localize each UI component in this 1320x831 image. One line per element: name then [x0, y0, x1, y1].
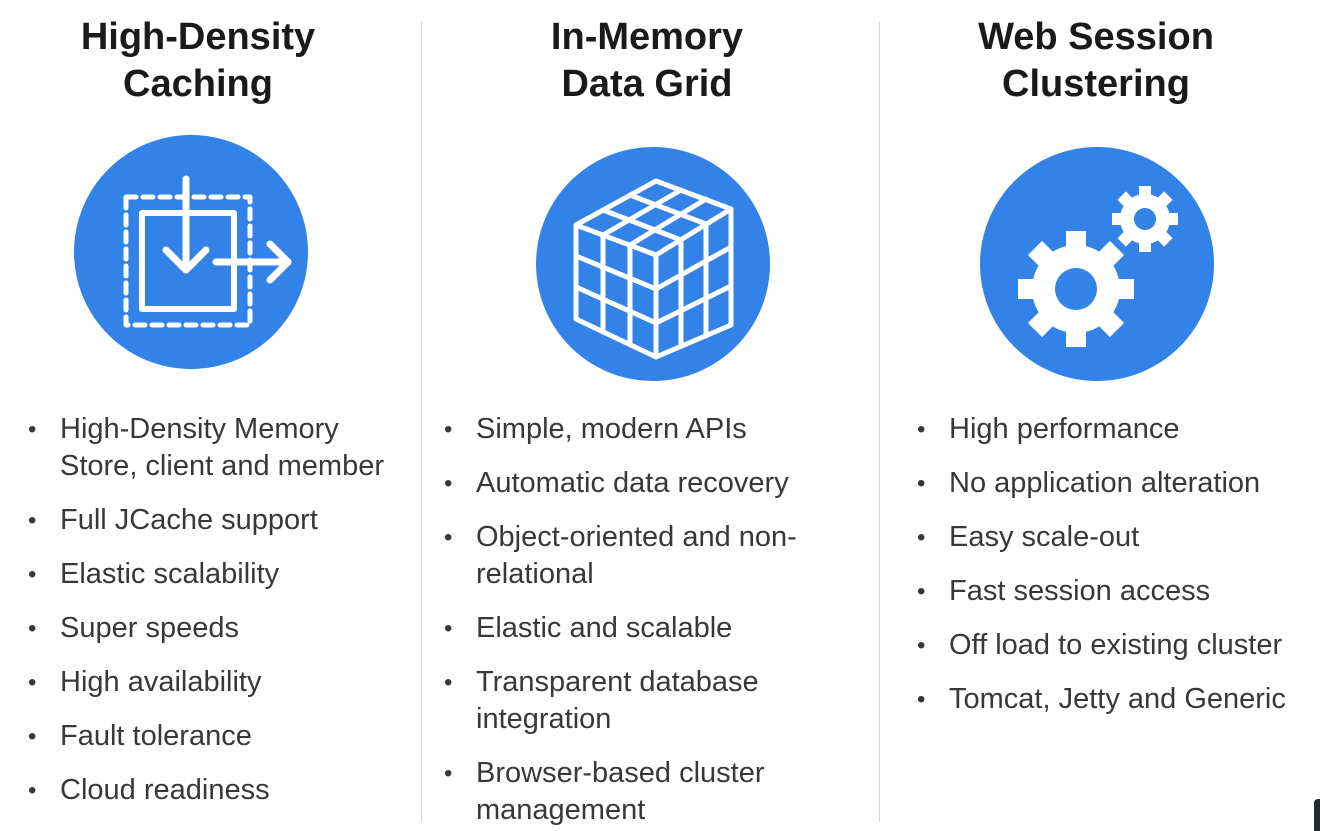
column-title-line-1: In-Memory	[550, 16, 744, 58]
list-item: Super speeds	[27, 610, 417, 647]
list-item: Simple, modern APIs	[443, 411, 863, 448]
list-item: Automatic data recovery	[443, 465, 863, 502]
feature-list: High-Density Memory Store, client and me…	[27, 411, 417, 826]
list-item: Full JCache support	[27, 502, 417, 539]
list-item: High-Density Memory Store, client and me…	[27, 411, 417, 485]
list-item: Browser-based cluster management	[443, 755, 806, 829]
list-item: Object-oriented and non-relational	[443, 519, 806, 593]
data-grid-cube-icon	[536, 147, 770, 381]
list-item: Elastic scalability	[27, 556, 417, 593]
column-title-line-2: Caching	[123, 63, 273, 105]
list-item: Easy scale-out	[916, 519, 1320, 556]
feature-list: High performance No application alterati…	[916, 411, 1320, 735]
list-item: Off load to existing cluster	[916, 627, 1320, 664]
list-item: Cloud readiness	[27, 772, 417, 809]
column-title-line-1: Web Session	[978, 16, 1214, 58]
column-title-line-1: High-Density	[80, 16, 316, 58]
column-title: High-Density Caching	[40, 14, 356, 108]
list-item: Tomcat, Jetty and Generic	[916, 681, 1320, 718]
column-divider	[879, 22, 880, 822]
cache-transfer-icon	[74, 135, 308, 369]
column-divider	[421, 22, 422, 822]
list-item: High performance	[916, 411, 1320, 448]
gears-icon	[980, 147, 1214, 381]
list-item: Fault tolerance	[27, 718, 417, 755]
list-item: High availability	[27, 664, 417, 701]
list-item: Elastic and scalable	[443, 610, 863, 647]
list-item: Transparent database integration	[443, 664, 806, 738]
column-title: In-Memory Data Grid	[497, 14, 797, 108]
corner-tab	[1314, 799, 1320, 831]
feature-list: Simple, modern APIs Automatic data recov…	[443, 411, 863, 831]
list-item: Fast session access	[916, 573, 1320, 610]
column-title-line-2: Data Grid	[561, 63, 733, 105]
column-title: Web Session Clustering	[946, 14, 1246, 108]
column-title-line-2: Clustering	[1002, 63, 1190, 105]
list-item: No application alteration	[916, 465, 1320, 502]
